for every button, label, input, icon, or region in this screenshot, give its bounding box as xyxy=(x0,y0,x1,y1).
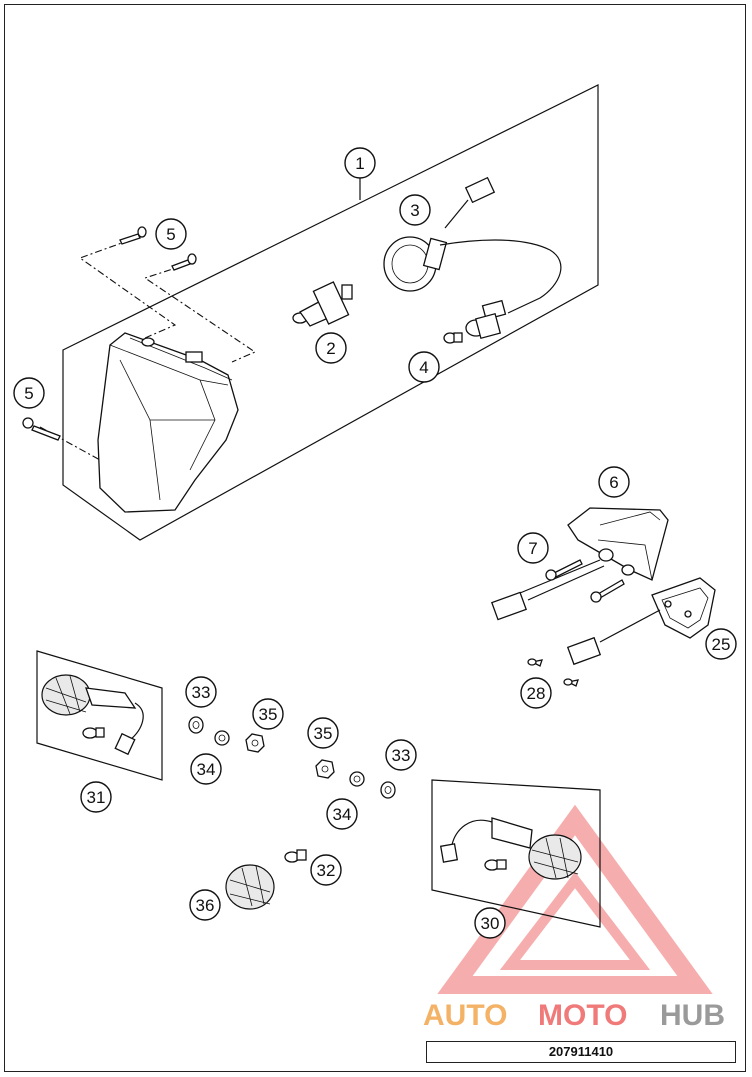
turn-signal-bulb-32 xyxy=(284,849,307,863)
callout-30: 30 xyxy=(474,907,506,939)
callout-34-right: 34 xyxy=(326,798,358,830)
callout-2: 2 xyxy=(315,332,347,364)
washer-33-right xyxy=(380,781,396,799)
callout-33-left: 33 xyxy=(185,676,217,708)
watermark-hub: HUB xyxy=(660,999,725,1032)
svg-text:4: 4 xyxy=(419,358,428,377)
svg-text:3: 3 xyxy=(410,201,419,220)
callout-3: 3 xyxy=(399,194,431,226)
svg-text:33: 33 xyxy=(392,746,411,765)
watermark-logo: AUTO MOTO HUB xyxy=(423,999,725,1032)
screw-5-lower xyxy=(22,417,61,441)
callout-28: 28 xyxy=(520,677,552,709)
callout-32: 32 xyxy=(310,854,342,886)
callout-6: 6 xyxy=(598,466,630,498)
callout-35-right: 35 xyxy=(307,717,339,749)
tail-light-drawing xyxy=(490,507,669,621)
drawing-frame xyxy=(4,4,746,1072)
headlight-group-outline xyxy=(62,84,599,541)
lock-washer-34-left xyxy=(214,730,230,746)
screw-5-upper xyxy=(119,226,147,245)
callout-5-upper: 5 xyxy=(155,218,187,250)
callout-31: 31 xyxy=(80,781,112,813)
watermark-triangle xyxy=(437,804,713,994)
svg-text:2: 2 xyxy=(326,339,335,358)
screw-5-middle xyxy=(171,253,197,271)
svg-text:7: 7 xyxy=(528,539,537,558)
svg-text:32: 32 xyxy=(317,861,336,880)
document-number: 207911410 xyxy=(426,1041,736,1063)
h4-bulb-drawing xyxy=(292,281,353,327)
screw-28-drawing xyxy=(527,658,579,687)
callout-5-lower: 5 xyxy=(13,377,45,409)
svg-text:34: 34 xyxy=(333,805,352,824)
callout-25: 25 xyxy=(705,628,737,660)
watermark-auto: AUTO xyxy=(423,999,507,1032)
turn-signal-lens-36 xyxy=(225,864,275,910)
turn-signal-left-outline xyxy=(36,650,163,781)
svg-text:36: 36 xyxy=(196,896,215,915)
callout-33-right: 33 xyxy=(385,739,417,771)
svg-text:33: 33 xyxy=(192,683,211,702)
svg-text:30: 30 xyxy=(481,914,500,933)
callout-7: 7 xyxy=(517,532,549,564)
callout-1: 1 xyxy=(344,147,376,179)
callout-36: 36 xyxy=(189,889,221,921)
svg-text:35: 35 xyxy=(314,724,333,743)
headlight-assembly-group xyxy=(62,84,599,541)
turn-signal-right-group xyxy=(431,779,601,928)
svg-text:35: 35 xyxy=(259,705,278,724)
nut-35-right xyxy=(315,759,335,779)
washer-33-left xyxy=(188,716,204,734)
callout-35-left: 35 xyxy=(252,698,284,730)
svg-text:31: 31 xyxy=(87,788,106,807)
turn-signal-left-group xyxy=(36,650,163,781)
bulb-socket-harness-drawing xyxy=(383,176,562,340)
callout-34-left: 34 xyxy=(190,753,222,785)
svg-text:28: 28 xyxy=(527,684,546,703)
callout-4: 4 xyxy=(408,351,440,383)
license-plate-light-drawing xyxy=(566,577,716,666)
lock-washer-34-right xyxy=(349,771,365,787)
headlight-housing-drawing xyxy=(97,332,239,513)
svg-text:5: 5 xyxy=(166,225,175,244)
screw-7-drawing xyxy=(545,559,625,603)
svg-text:1: 1 xyxy=(355,154,364,173)
parking-bulb-drawing xyxy=(443,332,463,344)
svg-text:6: 6 xyxy=(609,473,618,492)
svg-text:34: 34 xyxy=(197,760,216,779)
watermark-moto: MOTO xyxy=(538,999,627,1032)
turn-signal-right-outline xyxy=(431,779,601,928)
svg-text:25: 25 xyxy=(712,635,731,654)
svg-text:5: 5 xyxy=(24,384,33,403)
nut-35-left xyxy=(245,733,265,753)
